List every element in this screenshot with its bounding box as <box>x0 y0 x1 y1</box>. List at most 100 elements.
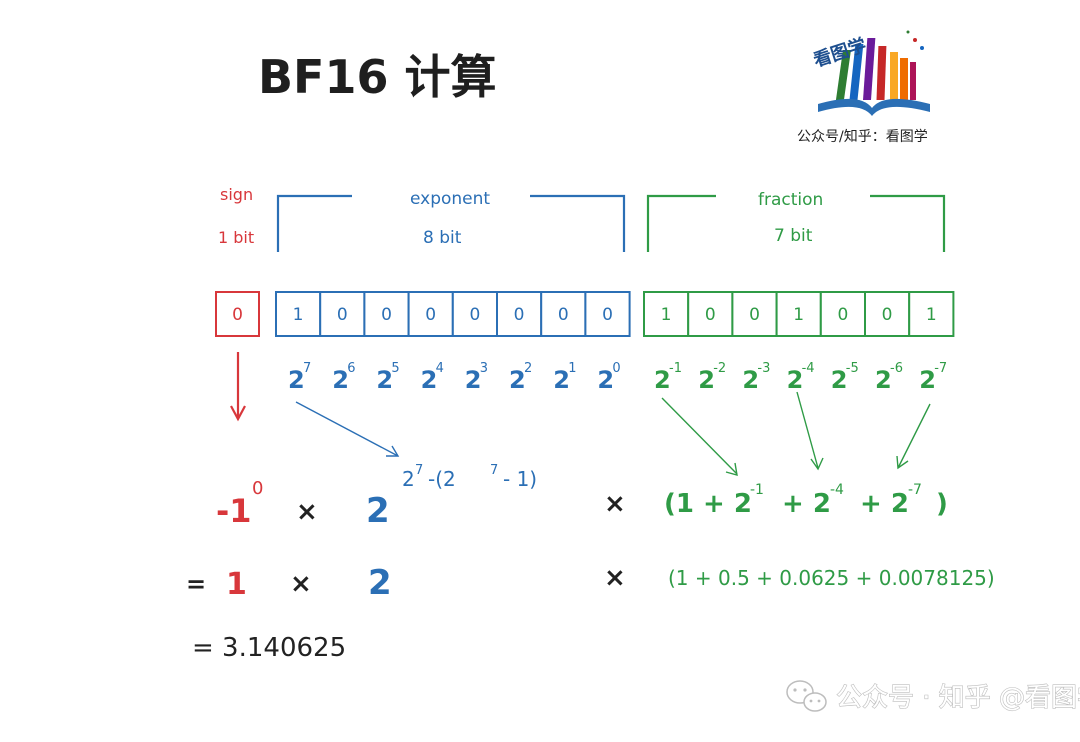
exponent-expr-b: 7 <box>490 463 498 478</box>
fraction-bit-cell: 0 <box>864 291 911 337</box>
brand-caption: 公众号/知乎：看图学 <box>797 128 928 145</box>
fraction-weight: 2-2 <box>698 361 726 394</box>
exponent-weight-exponent: 7 <box>303 361 311 376</box>
exponent-expr-tail: - 1) <box>503 467 537 491</box>
exponent-bits-label: 8 bit <box>423 228 462 248</box>
exponent-weight-base: 2 <box>465 366 482 394</box>
fraction-bit-value: 0 <box>882 305 893 325</box>
sign-arrow <box>230 352 246 422</box>
page-title: BF16 计算 <box>258 50 497 104</box>
fraction-weight: 2-3 <box>742 361 770 394</box>
brand-logo: 看图学 <box>808 22 938 118</box>
times-2: × <box>604 489 626 519</box>
exponent-weight-exponent: 6 <box>347 361 355 376</box>
fraction-plus-3: + 2 <box>860 489 909 519</box>
fraction-bits-label: 7 bit <box>774 226 813 246</box>
exponent-bit-cell: 0 <box>540 291 587 337</box>
fraction-weight: 2-1 <box>654 361 682 394</box>
fraction-e2: -4 <box>830 482 844 498</box>
fraction-bit-cell: 0 <box>731 291 778 337</box>
fraction-bit-cell: 1 <box>643 291 690 337</box>
exponent-bit-cell: 0 <box>407 291 454 337</box>
exponent-weight-exponent: 2 <box>524 361 532 376</box>
formula-row-1: -1 0 × 2 2 7 -(2 7 - 1) × (1 + 2 -1 + 2 … <box>216 463 948 531</box>
formula-row-2: = 1 × 2 × (1 + 0.5 + 0.0625 + 0.0078125) <box>186 563 995 603</box>
exponent-bit-value: 0 <box>381 305 392 325</box>
exponent-bit-cell: 0 <box>363 291 410 337</box>
fraction-arrow-2 <box>796 391 824 471</box>
exponent-weight-base: 2 <box>288 366 305 394</box>
fraction-weight: 2-6 <box>875 361 903 394</box>
exponent-weight-exponent: 0 <box>612 361 620 376</box>
fraction-weight-exponent: -7 <box>934 361 947 376</box>
fraction-open: (1 + 2 <box>664 489 752 519</box>
sign-value: 1 <box>226 567 247 602</box>
times-4: × <box>604 563 626 593</box>
exponent-weight: 22 <box>509 361 532 394</box>
exponent-weight: 24 <box>421 361 444 394</box>
exponent-bit-value: 0 <box>469 305 480 325</box>
exponent-weight-exponent: 4 <box>436 361 444 376</box>
times-3: × <box>290 569 312 599</box>
fraction-weight-base: 2 <box>742 366 759 394</box>
fraction-value: (1 + 0.5 + 0.0625 + 0.0078125) <box>668 566 995 590</box>
fraction-weight-exponent: -2 <box>713 361 726 376</box>
exponent-weight: 27 <box>288 361 311 394</box>
fraction-weight-exponent: -1 <box>669 361 682 376</box>
fraction-bit-cell: 1 <box>775 291 822 337</box>
sign-bits-label: 1 bit <box>218 228 254 247</box>
fraction-bit-value: 1 <box>926 305 937 325</box>
equals-1: = <box>186 570 206 598</box>
exponent-bit-cell: 0 <box>584 291 631 337</box>
fraction-bit-value: 0 <box>837 305 848 325</box>
exponent-base: 2 <box>366 491 390 531</box>
fraction-bit-value: 1 <box>793 305 804 325</box>
exponent-bit-cell: 0 <box>451 291 498 337</box>
fraction-bit-cell: 0 <box>819 291 866 337</box>
fraction-label: fraction <box>758 190 823 210</box>
exponent-weight-exponent: 3 <box>480 361 488 376</box>
fraction-arrow-1 <box>661 397 738 476</box>
fraction-plus-2: + 2 <box>782 489 831 519</box>
exponent-weight-exponent: 5 <box>391 361 399 376</box>
exponent-expr-minus: -(2 <box>428 467 456 491</box>
exponent-weight-base: 2 <box>376 366 393 394</box>
exponent-weight-base: 2 <box>553 366 570 394</box>
fraction-bit-value: 0 <box>749 305 760 325</box>
fraction-weight-exponent: -3 <box>757 361 770 376</box>
result: = 3.140625 <box>192 633 346 663</box>
fraction-bit-cell: 1 <box>908 291 955 337</box>
book-icon <box>818 30 930 116</box>
fraction-weight-base: 2 <box>698 366 715 394</box>
exponent-bracket-right <box>530 194 626 252</box>
exponent-weight: 26 <box>332 361 355 394</box>
fraction-weight-base: 2 <box>831 366 848 394</box>
fraction-weight-exponent: -4 <box>802 361 815 376</box>
exponent-bit-value: 1 <box>293 305 304 325</box>
exponent-weight-exponent: 1 <box>568 361 576 376</box>
fraction-weight-base: 2 <box>654 366 671 394</box>
exponent-weight: 21 <box>553 361 576 394</box>
wechat-icon <box>786 680 827 712</box>
fraction-arrow-3 <box>896 403 931 470</box>
fraction-weight-base: 2 <box>875 366 892 394</box>
fraction-bit-value: 1 <box>661 305 672 325</box>
exponent-value: 2 <box>368 563 392 603</box>
exponent-expr-a: 7 <box>415 463 423 478</box>
fraction-weight: 2-4 <box>787 361 815 394</box>
watermark-text: 公众号 · 知乎 @看图学 <box>836 683 1080 713</box>
exponent-bit-value: 0 <box>558 305 569 325</box>
fraction-close: ) <box>936 489 948 519</box>
exponent-weight: 25 <box>376 361 399 394</box>
exponent-bit-value: 0 <box>602 305 613 325</box>
times-1: × <box>296 497 318 527</box>
watermark: 公众号 · 知乎 @看图学 <box>786 680 1080 714</box>
exponent-arrow <box>295 401 400 457</box>
sign-label: sign <box>220 185 253 204</box>
fraction-weight-exponent: -6 <box>890 361 903 376</box>
fraction-weight-base: 2 <box>787 366 804 394</box>
exponent-bit-cell: 0 <box>319 291 366 337</box>
